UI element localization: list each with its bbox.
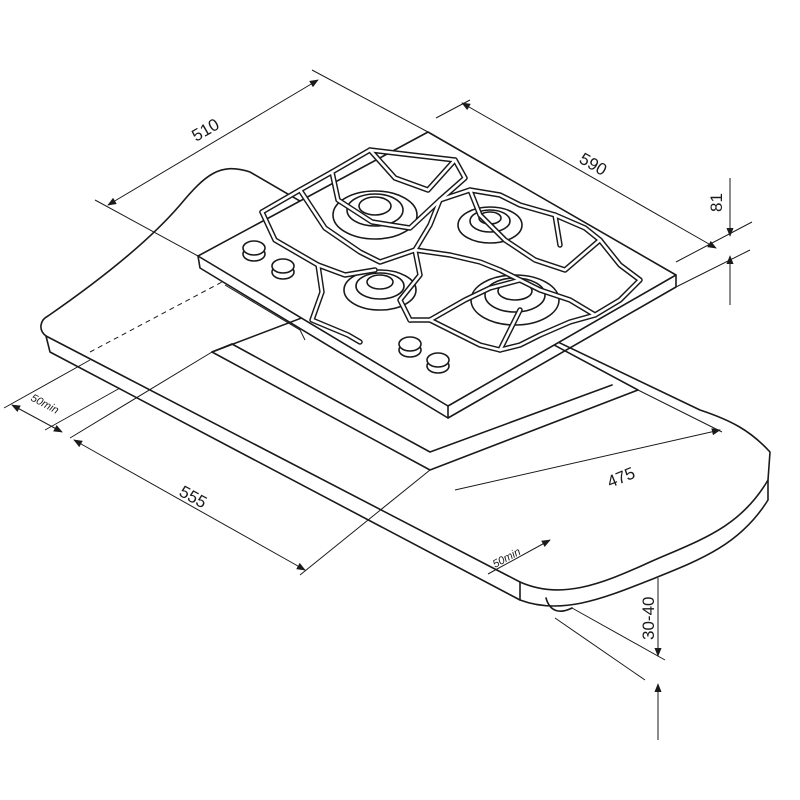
dim-clearance-left: 50min	[29, 392, 61, 417]
burner-icon	[332, 190, 418, 240]
dim-width-top: 510	[189, 115, 223, 146]
control-knob-icon	[398, 336, 422, 358]
dim-cutout-width: 555	[176, 482, 210, 512]
dim-worktop-thickness: 30-40	[639, 597, 658, 640]
control-knob-icon	[271, 258, 295, 280]
dimension-lines	[3, 69, 753, 740]
hidden-edge	[89, 281, 223, 353]
control-knob-icon	[426, 352, 450, 374]
dim-depth-top: 590	[576, 149, 610, 180]
dim-height-hob: 81	[707, 193, 726, 212]
control-knobs	[242, 240, 450, 374]
control-knob-icon	[242, 240, 266, 262]
